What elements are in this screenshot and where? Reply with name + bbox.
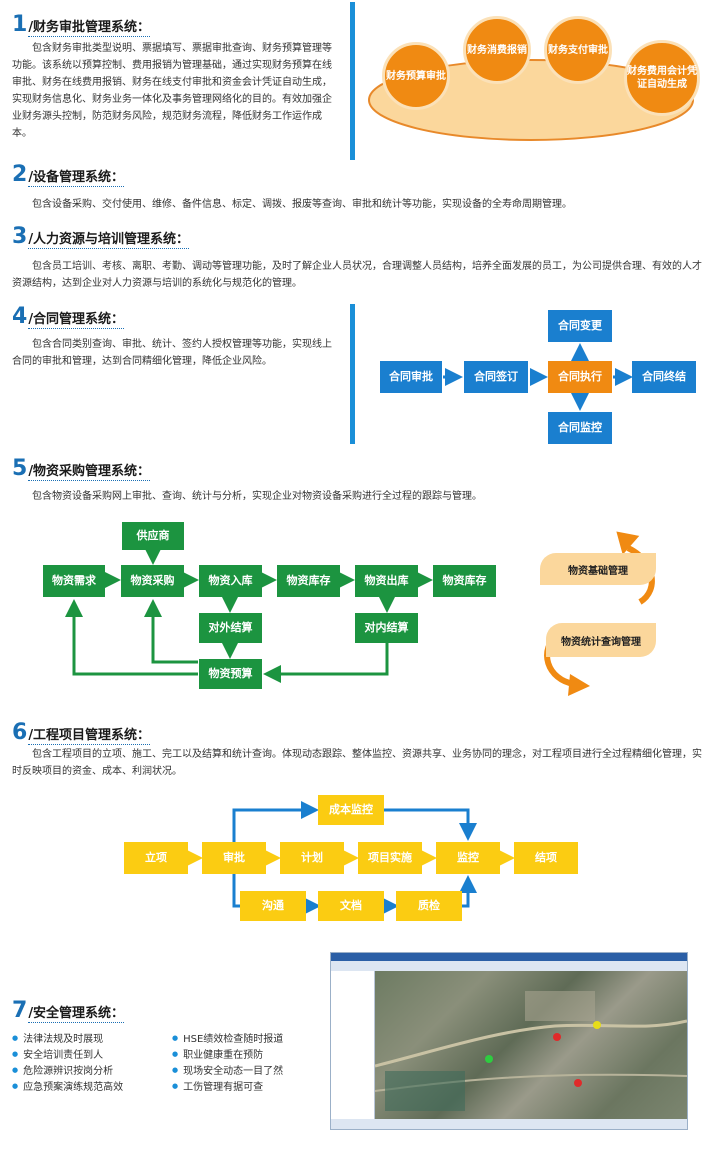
node-material-instock: 物资入库 [199, 565, 262, 597]
node-project-closure: 结项 [514, 842, 578, 874]
map-marker-green-icon [485, 1055, 493, 1063]
node-project-review: 审批 [202, 842, 266, 874]
section-1-divider [350, 2, 355, 160]
section-6-title: 6/工程项目管理系统： [12, 720, 151, 745]
satellite-map-image [375, 971, 687, 1119]
circle-expense-reimbursement: 财务消费报销 [463, 16, 531, 84]
section-3-title: 3/人力资源与培训管理系统： [12, 224, 190, 249]
node-cost-monitoring: 成本监控 [318, 795, 384, 825]
node-supplier: 供应商 [122, 522, 184, 550]
node-contract-signing: 合同签订 [464, 361, 528, 393]
section-7-title: 7/安全管理系统： [12, 998, 125, 1023]
circle-voucher-generation: 财务费用会计凭证自动生成 [624, 40, 700, 116]
circle-payment-approval: 财务支付审批 [544, 16, 612, 84]
node-material-purchase: 物资采购 [121, 565, 184, 597]
node-contract-approval: 合同审批 [380, 361, 442, 393]
section-4-title: 4/合同管理系统： [12, 304, 125, 329]
section-2-title: 2/设备管理系统： [12, 162, 125, 187]
node-communication: 沟通 [240, 891, 306, 921]
safety-item-laws: 法律法规及时展现 [12, 1030, 103, 1045]
map-marker-red-1-icon [553, 1033, 561, 1041]
map-marker-red-2-icon [574, 1079, 582, 1087]
node-external-settlement: 对外结算 [199, 613, 262, 643]
node-project-control: 监控 [436, 842, 500, 874]
safety-item-hse: HSE绩效检查随时报道 [172, 1030, 283, 1045]
safety-item-injury: 工伤管理有据可查 [172, 1078, 263, 1093]
section-4-description: 包含合同类别查询、审批、统计、签约人授权管理等功能，实现线上合同的审批和管理，达… [12, 339, 332, 367]
node-material-demand: 物资需求 [43, 565, 105, 597]
node-material-stock-1: 物资库存 [277, 565, 340, 597]
section-5-title: 5/物资采购管理系统： [12, 456, 151, 481]
section-3-description: 包含员工培训、考核、离职、考勤、调动等管理功能，及时了解企业人员状况，合理调整人… [12, 261, 702, 289]
material-statistics-query: 物资统计查询管理 [546, 623, 656, 657]
section-1-description: 包含财务审批类型说明、票据填写、票据审批查询、财务预算管理等功能。该系统以预算控… [12, 43, 332, 139]
node-contract-change: 合同变更 [548, 310, 612, 342]
node-project-plan: 计划 [280, 842, 344, 874]
node-contract-termination: 合同终结 [632, 361, 696, 393]
screenshot-tree-panel [331, 971, 375, 1119]
circle-budget-approval: 财务预算审批 [382, 42, 450, 110]
node-material-stock-2: 物资库存 [433, 565, 496, 597]
node-quality-check: 质检 [396, 891, 462, 921]
section-6-description: 包含工程项目的立项、施工、完工以及结算和统计查询。体现动态跟踪、整体监控、资源共… [12, 749, 702, 777]
section-4-divider [350, 304, 355, 444]
safety-system-screenshot [330, 952, 688, 1130]
safety-item-emergency: 应急预案演练规范高效 [12, 1078, 123, 1093]
node-contract-monitoring: 合同监控 [548, 412, 612, 444]
node-project-setup: 立项 [124, 842, 188, 874]
section-2-description: 包含设备采购、交付使用、维修、备件信息、标定、调拨、报废等查询、审批和统计等功能… [32, 199, 572, 210]
section-1-title: 1/财务审批管理系统： [12, 12, 151, 37]
node-internal-settlement: 对内结算 [355, 613, 418, 643]
node-project-implementation: 项目实施 [358, 842, 422, 874]
safety-item-health: 职业健康重在预防 [172, 1046, 263, 1061]
node-material-outstock: 物资出库 [355, 565, 418, 597]
map-marker-yellow-icon [593, 1021, 601, 1029]
safety-item-hazard: 危险源辨识按岗分析 [12, 1062, 113, 1077]
safety-item-site: 现场安全动态一目了然 [172, 1062, 283, 1077]
node-contract-execution: 合同执行 [548, 361, 612, 393]
material-basic-management: 物资基础管理 [540, 553, 656, 585]
node-material-budget: 物资预算 [199, 659, 262, 689]
screenshot-footer [331, 1119, 687, 1129]
safety-item-training: 安全培训责任到人 [12, 1046, 103, 1061]
section-5-description: 包含物资设备采购网上审批、查询、统计与分析，实现企业对物资设备采购进行全过程的跟… [32, 491, 482, 502]
node-documents: 文档 [318, 891, 384, 921]
screenshot-titlebar [331, 953, 687, 961]
map-overlay [375, 991, 687, 1111]
